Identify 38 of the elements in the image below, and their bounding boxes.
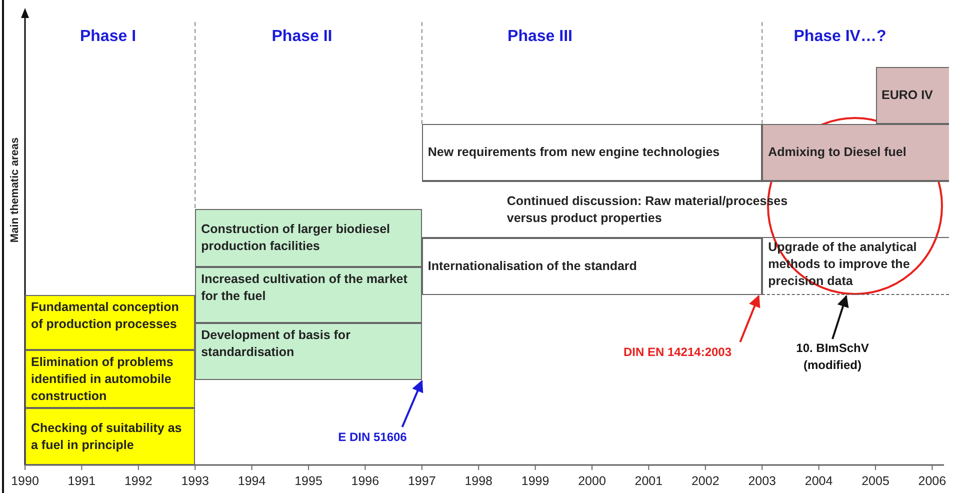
topic-box: New requirements from new engine technologies xyxy=(422,124,762,181)
topic-box: EURO IV xyxy=(876,67,950,124)
arrow xyxy=(832,294,849,340)
topic-box: Admixing to Diesel fuel xyxy=(762,124,950,181)
phase-box: Development of basis for standardisation xyxy=(195,323,422,380)
phase-heading: Phase IV…? xyxy=(794,28,886,46)
year-label: 1990 xyxy=(11,474,39,488)
year-label: 2006 xyxy=(918,474,946,488)
year-label: 1996 xyxy=(351,474,380,488)
standard-label: DIN EN 14214:2003 xyxy=(595,343,760,361)
arrow xyxy=(401,380,424,428)
topic-box: Internationalisation of the standard xyxy=(422,238,762,295)
year-label: 1995 xyxy=(294,474,322,488)
year-label: 1993 xyxy=(181,474,209,488)
year-label: 2002 xyxy=(691,474,720,488)
year-label: 2004 xyxy=(804,474,833,488)
phase-box: Checking of suitability as a fuel in principle xyxy=(25,408,196,465)
year-label: 2003 xyxy=(748,474,776,488)
year-label: 1998 xyxy=(464,474,492,488)
phase-box: Fundamental conception of production processes xyxy=(25,295,196,350)
arrow xyxy=(739,294,760,342)
phase-box: Elimination of problems identified in automobile construction xyxy=(25,350,196,408)
phase-box: Increased cultivation of the market for the fuel xyxy=(195,267,422,323)
standard-label: E DIN 51606 xyxy=(330,428,415,446)
year-label: 1994 xyxy=(238,474,266,488)
year-label: 2000 xyxy=(578,474,606,488)
phase-box: Construction of larger biodiesel production facilities xyxy=(195,209,422,267)
year-label: 2005 xyxy=(862,474,890,488)
phase-heading: Phase II xyxy=(272,28,332,46)
phase-heading: Phase I xyxy=(80,28,136,46)
year-label: 1999 xyxy=(521,474,550,488)
year-label: 2001 xyxy=(634,474,663,488)
year-label: 1992 xyxy=(124,474,152,488)
year-label: 1997 xyxy=(408,474,436,488)
phase-heading: Phase III xyxy=(508,28,572,46)
standard-label: 10. BImSchV (modified) xyxy=(790,340,875,374)
year-label: 1991 xyxy=(68,474,96,488)
axis-label: Main thematic areas xyxy=(9,137,21,243)
